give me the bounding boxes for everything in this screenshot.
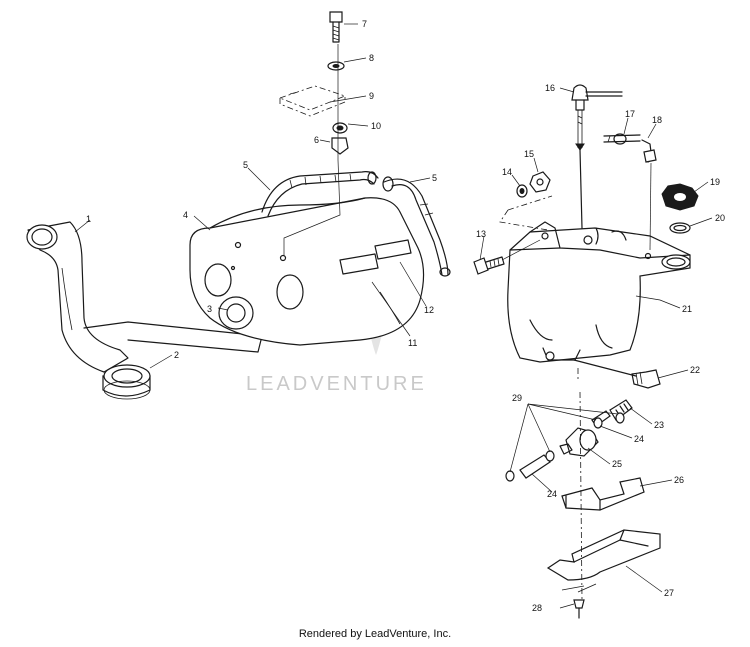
part-23-connector [609, 399, 633, 421]
part-2-grommet [102, 364, 151, 400]
callout-8: 8 [369, 53, 374, 63]
callout-21: 21 [682, 304, 692, 314]
callout-3: 3 [207, 304, 212, 314]
watermark-text: LEADVENTURE [246, 373, 427, 395]
part-6-nut [331, 137, 349, 155]
callout-9: 9 [369, 91, 374, 101]
callout-19: 19 [710, 177, 720, 187]
clamp-leaders [509, 403, 619, 473]
part-29-clamps [505, 412, 625, 482]
part-13-screw [473, 256, 505, 275]
callout-6: 6 [314, 135, 319, 145]
callout-25: 25 [612, 459, 622, 469]
washer-axis [499, 195, 553, 231]
callout-2: 2 [174, 350, 179, 360]
part-20-gasket [669, 222, 691, 234]
callout-14: 14 [502, 167, 512, 177]
assembly-axis-right [577, 368, 583, 601]
part-16-sender [571, 84, 623, 229]
callout-1: 1 [86, 214, 91, 224]
callout-23: 23 [654, 420, 664, 430]
callout-22: 22 [690, 365, 700, 375]
callout-24-lower: 24 [547, 489, 557, 499]
part-26-bracket [561, 477, 645, 511]
screw-axis [501, 239, 541, 261]
part-5-hose-left [261, 171, 379, 217]
callout-labels: 1 2 3 4 5 5 6 7 8 9 10 11 12 13 14 15 16… [86, 19, 725, 613]
part-10-grommet [332, 122, 348, 134]
footer-credit: Rendered by LeadVenture, Inc. [298, 628, 452, 640]
callout-11: 11 [408, 338, 417, 348]
part-7-bolt [329, 11, 343, 43]
callout-12: 12 [424, 305, 434, 315]
part-9-pad [278, 85, 347, 117]
part-25-inline-filter [559, 427, 599, 457]
part-28-fastener [573, 599, 585, 619]
callout-28: 28 [532, 603, 542, 613]
part-21-oil-tank [507, 221, 691, 363]
callout-4: 4 [183, 210, 188, 220]
part-17-wire [603, 133, 641, 145]
callout-15: 15 [524, 149, 534, 159]
callout-26: 26 [674, 475, 684, 485]
part-1-elbow-hose [26, 221, 129, 373]
callout-18: 18 [652, 115, 662, 125]
part-14-washer [516, 184, 528, 198]
callout-27: 27 [664, 588, 674, 598]
callout-17: 17 [625, 109, 635, 119]
callout-24-upper: 24 [634, 434, 644, 444]
callout-10: 10 [371, 121, 381, 131]
part-19-cap [661, 183, 699, 211]
callout-7: 7 [362, 19, 367, 29]
part-18-fitting [641, 139, 657, 251]
callout-5-right: 5 [432, 173, 437, 183]
part-27-plate [546, 529, 661, 593]
part-5-hose-right [382, 176, 451, 277]
callout-29: 29 [512, 393, 522, 403]
part-15-nut [529, 171, 551, 193]
callout-13: 13 [476, 229, 486, 239]
part-8-washer [327, 61, 345, 71]
part-22-elbow-fitting [573, 359, 661, 389]
assembly-axis-left [283, 44, 341, 256]
leader-lines [74, 23, 713, 609]
callout-20: 20 [715, 213, 725, 223]
part-24-hose-lower [519, 454, 551, 479]
callout-16: 16 [545, 83, 555, 93]
callout-5-left: 5 [243, 160, 248, 170]
part-3-grommet [218, 296, 254, 330]
